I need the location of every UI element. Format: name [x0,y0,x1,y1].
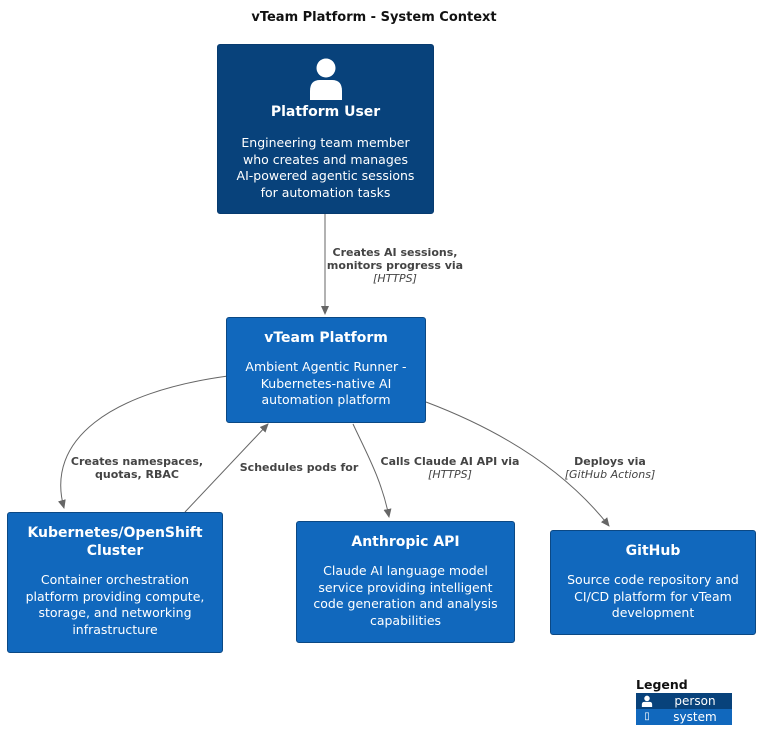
edge-label-line: monitors progress via [326,259,464,272]
edge-vteam-to-anthropic [352,423,392,518]
node-name-line: Cluster [86,543,144,559]
legend-label: person [674,694,716,708]
node-description-line: who creates and manages [243,151,408,167]
node-description-line: platform providing compute, [25,588,205,604]
edge-label-vteam-github: Deploys via [GitHub Actions] [548,455,672,481]
node-kubernetes-cluster[interactable]: Kubernetes/OpenShift Cluster Container o… [7,512,223,653]
edge-technology: [HTTPS] [428,468,472,481]
person-icon [309,58,342,100]
node-description-line: for automation tasks [260,184,391,200]
node-description-line: infrastructure [72,621,158,637]
node-name: Anthropic API [351,534,460,550]
legend-item-person: person [636,693,732,709]
diagram-title: vTeam Platform - System Context [251,10,497,25]
node-description-line: CI/CD platform for vTeam [574,588,732,604]
node-description-line: storage, and networking [38,605,192,620]
edge-label-vteam-k8s: Creates namespaces, quotas, RBAC [62,455,212,481]
edge-label-line: Schedules pods for [239,461,359,474]
node-description-line: capabilities [369,612,442,628]
node-name-line: Kubernetes/OpenShift [27,525,203,541]
node-vteam-platform[interactable]: vTeam Platform Ambient Agentic Runner - … [226,317,426,423]
node-description-line: service providing intelligent [318,579,493,595]
legend-title: Legend [636,677,688,692]
node-description-line: Claude AI language model [323,563,488,578]
node-description-line: code generation and analysis [313,596,498,611]
node-description-line: Kubernetes-native AI [260,375,392,391]
legend: Legend person ▯ system [636,677,732,725]
edge-k8s-to-vteam [184,423,269,513]
node-description-line: Ambient Agentic Runner - [245,359,407,374]
edge-label-line: quotas, RBAC [95,468,179,481]
node-description-line: automation platform [261,392,391,407]
node-name: vTeam Platform [264,330,388,346]
edge-technology: [HTTPS] [373,272,417,285]
edge-label-line: Deploys via [574,455,646,468]
node-platform-user[interactable]: Platform User Engineering team member wh… [217,44,434,214]
edge-label-user-vteam: Creates AI sessions, monitors progress v… [320,246,470,285]
edge-label-line: Creates namespaces, [70,455,204,468]
legend-label: system [673,710,717,724]
person-icon [641,695,653,707]
edge-label-vteam-anthropic: Calls Claude AI API via [HTTPS] [370,455,530,481]
legend-item-system: ▯ system [636,709,732,725]
edge-label-line: Creates AI sessions, [332,246,458,259]
node-name: Platform User [270,104,381,120]
node-github[interactable]: GitHub Source code repository and CI/CD … [550,530,756,635]
node-anthropic-api[interactable]: Anthropic API Claude AI language model s… [296,521,515,643]
edge-vteam-to-github [425,401,610,527]
edge-label-line: Calls Claude AI API via [380,455,520,468]
node-description-line: Source code repository and [567,572,739,587]
node-description-line: Engineering team member [241,135,410,150]
edge-label-k8s-vteam: Schedules pods for [226,461,372,474]
node-description-line: development [611,605,695,620]
node-description-line: AI-powered agentic sessions [236,168,415,183]
node-description-line: Container orchestration [40,572,190,587]
edge-technology: [GitHub Actions] [564,468,656,481]
node-name: GitHub [625,543,681,559]
system-icon: ▯ [644,711,650,722]
edge-vteam-to-k8s [58,375,229,509]
